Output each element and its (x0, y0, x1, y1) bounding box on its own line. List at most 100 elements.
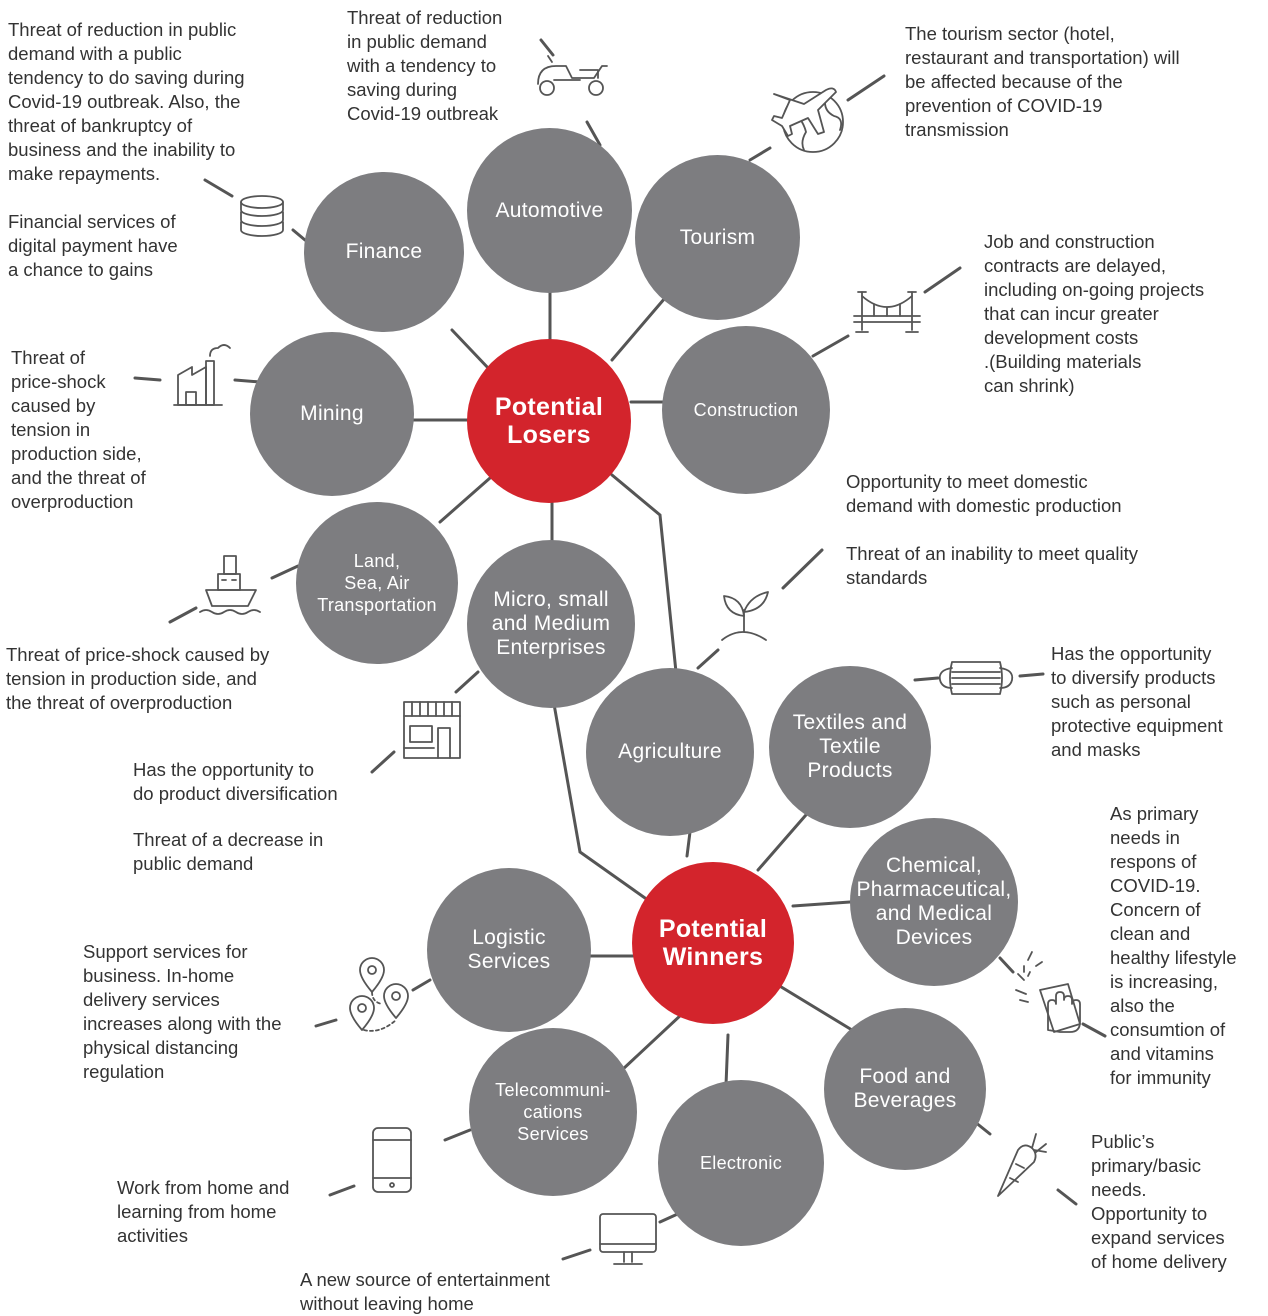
note-msme-opportunity: Has the opportunity to do product divers… (133, 759, 338, 804)
smartphone-icon (372, 1127, 412, 1193)
sector-food[interactable]: Food and Beverages (824, 1008, 986, 1170)
link-winners-electronic (724, 1033, 730, 1087)
sector-electronic[interactable]: Electronic (658, 1080, 824, 1246)
note-finance-gain: Financial services of digital payment ha… (8, 211, 178, 280)
leader-automotive-a (539, 38, 555, 57)
leader-chemical-a (998, 956, 1015, 974)
leader-transport-a (168, 606, 198, 624)
leader-construction-a (923, 266, 962, 294)
note-msme-threat: Threat of a decrease in public demand (133, 829, 324, 874)
leader-construction-b (811, 334, 850, 358)
sector-agriculture[interactable]: Agriculture (586, 668, 754, 836)
sector-finance-label: Finance (345, 240, 423, 263)
sector-tourism[interactable]: Tourism (635, 155, 800, 320)
leader-msme-b (454, 670, 480, 694)
note-logistic: Support services for business. In-home d… (83, 941, 282, 1082)
note-transportation: Threat of price-shock caused by tension … (6, 644, 270, 713)
leader-agriculture-a (781, 548, 824, 590)
sector-textiles[interactable]: Textiles and Textile Products (769, 666, 931, 828)
link-losers-tourism (610, 296, 667, 362)
sprout-icon (721, 591, 769, 641)
leader-automotive-b (585, 120, 602, 147)
sector-tourism-label: Tourism (679, 225, 756, 249)
map-pins-icon (349, 957, 409, 1032)
plane-globe-icon (771, 87, 844, 153)
note-food: Public’s primary/basic needs. Opportunit… (1091, 1131, 1227, 1272)
link-winners-agriculture (685, 830, 692, 858)
sector-agriculture-label: Agriculture (618, 740, 722, 763)
leader-food-b (1056, 1188, 1078, 1206)
sector-textiles-label: Textiles and Textile Products (792, 711, 908, 782)
scooter-icon (537, 55, 608, 96)
link-winners-telecom (620, 1012, 684, 1072)
note-chemical: As primary needs in respons of COVID-19.… (1110, 803, 1237, 1088)
sector-construction-label: Construction (693, 400, 799, 420)
carrot-icon (997, 1133, 1047, 1197)
leader-logistic-b (411, 978, 432, 992)
leader-msme-a (370, 750, 396, 774)
note-finance-threat: Threat of reduction in public demand wit… (8, 19, 245, 184)
coins-icon (240, 195, 284, 237)
sector-msme[interactable]: Micro, small and Medium Enterprises (467, 540, 635, 708)
factory-icon (173, 344, 231, 406)
leader-electronic-a (561, 1248, 592, 1261)
sector-mining-label: Mining (300, 402, 364, 425)
sector-msme-label: Micro, small and Medium Enterprises (491, 588, 611, 659)
sector-telecom[interactable]: Telecommuni- cations Services (469, 1028, 637, 1196)
sector-finance[interactable]: Finance (304, 172, 464, 332)
leader-chemical-b (1081, 1022, 1107, 1038)
leader-mining-a (133, 376, 162, 382)
mask-icon (938, 661, 1014, 695)
sector-logistic[interactable]: Logistic Services (427, 868, 591, 1032)
leader-textiles-b (913, 676, 940, 682)
link-winners-textiles (756, 806, 814, 872)
leader-tourism-a (846, 74, 886, 102)
leader-tourism-b (748, 146, 772, 162)
sector-electronic-label: Electronic (699, 1153, 783, 1173)
leader-textiles-a (1018, 672, 1045, 678)
sector-automotive[interactable]: Automotive (467, 128, 632, 293)
sector-chemical[interactable]: Chemical, Pharmaceutical, and Medical De… (850, 818, 1018, 986)
bridge-icon (853, 291, 921, 333)
leader-finance-a (203, 178, 234, 198)
note-automotive: Threat of reduction in public demand wit… (347, 7, 503, 124)
sector-transportation-label: Land, Sea, Air Transportation (317, 551, 437, 615)
note-agriculture-opportunity: Opportunity to meet domestic demand with… (846, 471, 1122, 516)
link-winners-food (776, 983, 854, 1032)
sector-construction[interactable]: Construction (662, 326, 830, 494)
hub-potential-winners[interactable]: Potential Winners (632, 862, 794, 1024)
leader-transport-b (270, 564, 300, 580)
leader-finance-b (291, 228, 307, 242)
market-stall-icon (403, 701, 461, 759)
link-winners-chemical (791, 900, 852, 908)
note-electronic: A new source of entertainment without le… (300, 1269, 550, 1314)
note-telecom: Work from home and learning from home ac… (117, 1177, 290, 1246)
leader-logistic-a (314, 1018, 338, 1028)
link-losers-winners (610, 473, 678, 674)
leader-telecom-a (328, 1184, 356, 1197)
sector-logistic-label: Logistic Services (467, 926, 551, 973)
hub-losers-label: Potential Losers (494, 393, 604, 449)
hub-winners-label: Potential Winners (658, 915, 768, 971)
note-tourism: The tourism sector (hotel, restaurant an… (905, 23, 1180, 140)
sector-mining[interactable]: Mining (250, 332, 414, 496)
monitor-icon (599, 1213, 657, 1265)
leader-agriculture-b (696, 648, 720, 670)
note-mining: Threat of price-shock caused by tension … (11, 347, 146, 512)
sector-food-label: Food and Beverages (853, 1065, 957, 1112)
note-agriculture-threat: Threat of an inability to meet quality s… (846, 543, 1139, 588)
ship-icon (199, 555, 261, 615)
hub-potential-losers[interactable]: Potential Losers (467, 339, 631, 503)
link-msme-winners (552, 702, 647, 900)
note-textiles: Has the opportunity to diversify product… (1051, 643, 1223, 760)
sector-chemical-label: Chemical, Pharmaceutical, and Medical De… (856, 854, 1012, 949)
cleaning-hand-icon (1015, 951, 1081, 1033)
sector-transportation[interactable]: Land, Sea, Air Transportation (296, 502, 458, 664)
leader-telecom-b (443, 1128, 472, 1142)
note-construction: Job and construction contracts are delay… (984, 231, 1205, 396)
sector-telecom-label: Telecommuni- cations Services (495, 1080, 611, 1144)
sector-automotive-label: Automotive (495, 198, 604, 222)
link-losers-finance (450, 328, 492, 372)
